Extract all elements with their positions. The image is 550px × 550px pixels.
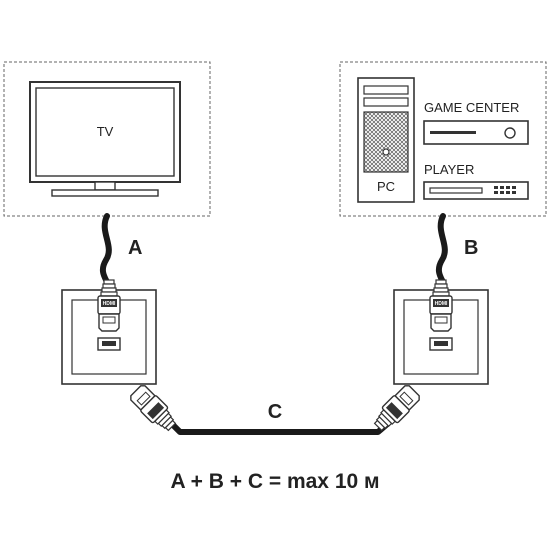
cable-a-label: A [128, 237, 142, 259]
source-devices: PC GAME CENTER PLAYER [339, 61, 547, 217]
player-label: PLAYER [424, 162, 474, 177]
pc-label: PC [377, 179, 395, 194]
length-formula: A + B + C = max 10 м [170, 470, 379, 493]
tv-neck [94, 181, 116, 191]
pc-vent [363, 111, 409, 173]
cable-c: C [165, 401, 395, 435]
player-tray [429, 187, 483, 194]
cable-b-label: B [464, 237, 478, 259]
game-center: GAME CENTER [423, 100, 529, 145]
tv-stand [51, 189, 159, 197]
hdmi-plug-b: HDMI [429, 279, 453, 332]
hdmi-plug-a-label: HDMI [103, 301, 116, 307]
game-center-slot [430, 131, 476, 134]
hdmi-plug-b-label: HDMI [435, 301, 448, 307]
cable-b: B [435, 213, 478, 285]
game-center-label: GAME CENTER [424, 100, 519, 115]
pc-power-button [382, 148, 390, 156]
hdmi-plug-a: HDMI [97, 279, 121, 332]
cable-a: A [99, 213, 142, 285]
tv-device: TV [3, 61, 211, 217]
game-center-button [504, 127, 516, 139]
tv-screen [35, 87, 175, 177]
tv-label: TV [97, 124, 114, 139]
hdmi-plug-c-left [127, 382, 181, 436]
pc-tower: PC [357, 77, 415, 203]
cable-c-label: C [268, 401, 282, 423]
hdmi-plug-c-right [369, 382, 423, 436]
player: PLAYER [423, 162, 529, 200]
